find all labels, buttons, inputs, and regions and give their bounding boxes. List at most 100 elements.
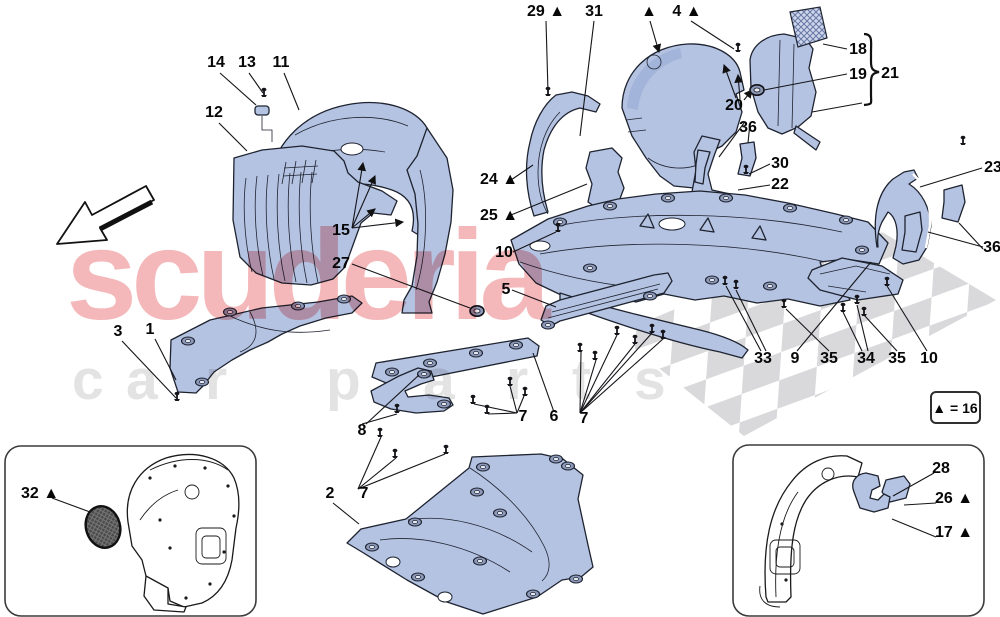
leader-line <box>510 183 588 216</box>
leader-line <box>737 184 771 191</box>
part-rear-arch-band <box>525 91 601 217</box>
part-label[interactable]: 31 <box>585 3 603 20</box>
leader-line <box>218 122 248 152</box>
part-label[interactable]: 34 <box>857 350 875 367</box>
leader-line <box>796 261 872 352</box>
leader-line <box>649 20 662 54</box>
leader-line <box>511 289 557 308</box>
part-label[interactable]: 4 ▲ <box>672 3 701 20</box>
part-label[interactable]: 7 <box>360 485 369 502</box>
leader-line <box>579 334 618 414</box>
part-label[interactable]: 18 <box>849 41 867 58</box>
leader-line <box>919 167 983 188</box>
part-thin-plate <box>540 272 673 327</box>
part-heat-strip <box>694 149 711 185</box>
leader-line <box>958 222 984 250</box>
screw-pin-icon <box>522 386 528 396</box>
part-heat-strip <box>901 211 923 253</box>
part-label[interactable]: 10 <box>495 244 513 261</box>
part-label[interactable]: 13 <box>238 54 256 71</box>
part-label[interactable]: 22 <box>771 176 789 193</box>
leader-line <box>51 497 91 513</box>
leader-line <box>891 518 937 538</box>
part-label[interactable]: 8 <box>358 422 367 439</box>
part-label[interactable]: 2 <box>326 485 335 502</box>
part-label[interactable]: 35 <box>888 350 906 367</box>
part-label[interactable]: 23 <box>984 159 1000 176</box>
inset-front-wheelhouse-drawing <box>84 453 240 613</box>
leader-line <box>842 311 863 352</box>
leader-line <box>248 72 264 94</box>
leader-line <box>509 385 518 414</box>
leader-line <box>579 338 664 414</box>
leader-line <box>487 412 518 415</box>
grommet-icon <box>469 304 485 318</box>
leader-line <box>690 20 735 50</box>
leader-line <box>579 359 597 414</box>
part-label[interactable]: 7 <box>580 410 589 427</box>
screw-pin-icon <box>470 394 476 404</box>
part-label[interactable]: 35 <box>820 350 838 367</box>
part-label[interactable]: 32 ▲ <box>21 485 59 502</box>
leader-line <box>357 436 382 490</box>
group-bracket-21 <box>863 32 880 107</box>
leader-line <box>351 161 367 229</box>
leader-line <box>725 285 762 352</box>
part-label[interactable]: 25 ▲ <box>480 207 518 224</box>
part-label[interactable]: 15 <box>332 222 350 239</box>
part-label[interactable]: 9 <box>791 350 800 367</box>
part-label[interactable]: 36 <box>983 239 1000 256</box>
part-label[interactable]: 6 <box>550 408 559 425</box>
leader-line <box>927 231 984 248</box>
leader-line <box>532 352 555 413</box>
part-label[interactable]: 26 ▲ <box>935 490 973 507</box>
parts-artwork <box>169 6 966 615</box>
part-label[interactable]: 27 <box>332 255 350 272</box>
part-label[interactable]: 33 <box>754 350 772 367</box>
screw-pin-icon <box>507 376 513 386</box>
part-label[interactable]: 7 <box>519 408 528 425</box>
leader-line <box>886 285 928 352</box>
leader-line <box>892 472 935 497</box>
legend-text: ▲ = 16 <box>932 400 978 416</box>
leader-line <box>361 413 398 425</box>
leader-line <box>351 208 376 229</box>
inset-rear-wheelhouse-drawing <box>759 455 911 608</box>
leader-line <box>747 122 751 144</box>
part-label[interactable]: 29 ▲ <box>527 3 565 20</box>
leader-line <box>332 502 360 525</box>
leader-line <box>219 72 257 106</box>
leader-line <box>579 343 636 414</box>
part-front-wheelhouse-rear-leg <box>401 127 454 314</box>
leader-line <box>722 63 737 99</box>
leader-line <box>351 174 376 229</box>
leader-line <box>154 338 177 381</box>
part-label[interactable]: 17 ▲ <box>935 524 973 541</box>
part-label[interactable]: 3 <box>114 323 123 340</box>
direction-arrow-icon <box>56 185 155 245</box>
part-label[interactable]: 20 <box>725 97 743 114</box>
leader-line <box>579 332 653 414</box>
screw-pin-icon <box>592 350 598 360</box>
part-label[interactable]: 19 <box>849 66 867 83</box>
part-label[interactable]: 10 <box>920 350 938 367</box>
leader-line <box>545 20 549 93</box>
part-label[interactable]: 5 <box>502 281 511 298</box>
part-heat-strip <box>737 141 757 177</box>
screw-pin-icon <box>735 42 741 52</box>
part-label[interactable]: 24 ▲ <box>480 171 518 188</box>
part-label[interactable]: ▲ <box>641 3 657 20</box>
part-label[interactable]: 36 <box>739 119 757 136</box>
part-label[interactable]: 30 <box>771 155 789 172</box>
part-label[interactable]: 12 <box>205 104 223 121</box>
part-label[interactable]: 1 <box>146 321 155 338</box>
part-label[interactable]: 11 <box>273 54 290 71</box>
leader-line <box>856 304 869 352</box>
part-label[interactable]: 21 <box>881 65 899 82</box>
leader-line <box>512 231 557 253</box>
part-label[interactable]: 14 <box>207 54 225 71</box>
screw-pin-icon <box>960 135 966 145</box>
part-label[interactable]: 28 <box>932 460 950 477</box>
leader-line <box>863 314 898 352</box>
